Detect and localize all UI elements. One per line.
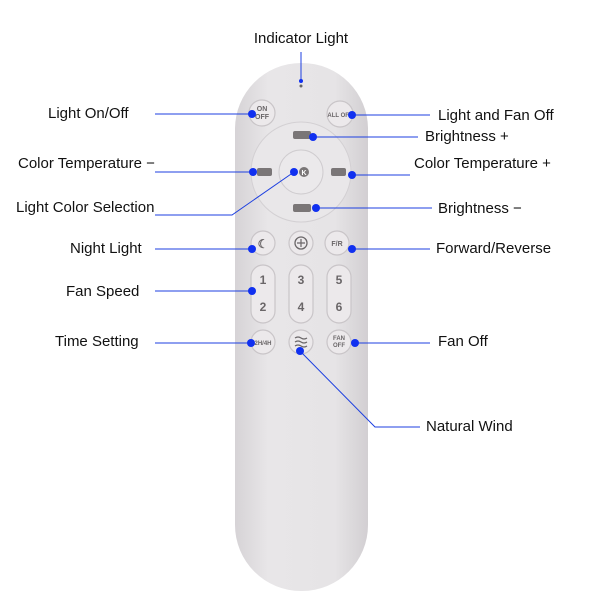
wind-icon: [294, 336, 308, 348]
k-icon: [299, 167, 309, 177]
callout-lines: [155, 52, 432, 428]
label-forward-reverse: Forward/Reverse: [436, 240, 551, 257]
fan-label: FAN: [333, 336, 345, 342]
label-time-setting: Time Setting: [55, 333, 139, 350]
all-off-button[interactable]: ALL OFF: [326, 100, 354, 128]
speed-3: 3: [298, 273, 305, 287]
fan-button[interactable]: [288, 230, 314, 256]
timer-label: 2H/4H: [254, 341, 271, 347]
speed-5: 5: [336, 273, 343, 287]
speed-1: 1: [260, 273, 267, 287]
forward-reverse-button[interactable]: F/R: [324, 230, 350, 256]
speed-4: 4: [298, 300, 305, 314]
speed-3-4-button[interactable]: [288, 264, 314, 324]
on-label: ON: [257, 106, 268, 113]
indicator-led: [299, 84, 303, 88]
label-night-light: Night Light: [70, 240, 143, 257]
color-temp-minus-button[interactable]: [257, 168, 272, 176]
moon-star-icon: ☾: [258, 237, 269, 251]
fan-off-label: OFF: [333, 343, 345, 349]
fan-icon: [294, 236, 308, 250]
brightness-plus-button[interactable]: [293, 131, 311, 139]
label-fan-speed: Fan Speed: [66, 283, 139, 300]
label-brightness-minus: Brightness −: [438, 200, 522, 217]
label-color-temp-minus: Color Temperature −: [18, 155, 155, 172]
off-label: OFF: [255, 114, 270, 121]
label-brightness-plus: Brightness +: [425, 128, 509, 145]
label-light-color-selection: Light Color Selection: [16, 199, 154, 216]
on-off-button[interactable]: ON OFF: [248, 99, 276, 127]
night-light-button[interactable]: ☾: [250, 230, 276, 256]
label-natural-wind: Natural Wind: [426, 418, 513, 435]
label-indicator-light: Indicator Light: [254, 30, 349, 47]
label-fan-off: Fan Off: [438, 333, 489, 350]
fan-off-button[interactable]: FAN OFF: [326, 329, 352, 355]
all-off-label: ALL OFF: [327, 113, 353, 119]
k-label: K: [301, 170, 306, 177]
fr-label: F/R: [331, 241, 342, 248]
speed-6: 6: [336, 300, 343, 314]
label-color-temp-plus: Color Temperature +: [414, 155, 551, 172]
label-light-on-off: Light On/Off: [48, 105, 129, 122]
speed-2: 2: [260, 300, 267, 314]
speed-5-6-button[interactable]: [326, 264, 352, 324]
label-light-and-fan-off: Light and Fan Off: [438, 107, 554, 124]
brightness-minus-button[interactable]: [293, 204, 311, 212]
color-temp-plus-button[interactable]: [331, 168, 346, 176]
